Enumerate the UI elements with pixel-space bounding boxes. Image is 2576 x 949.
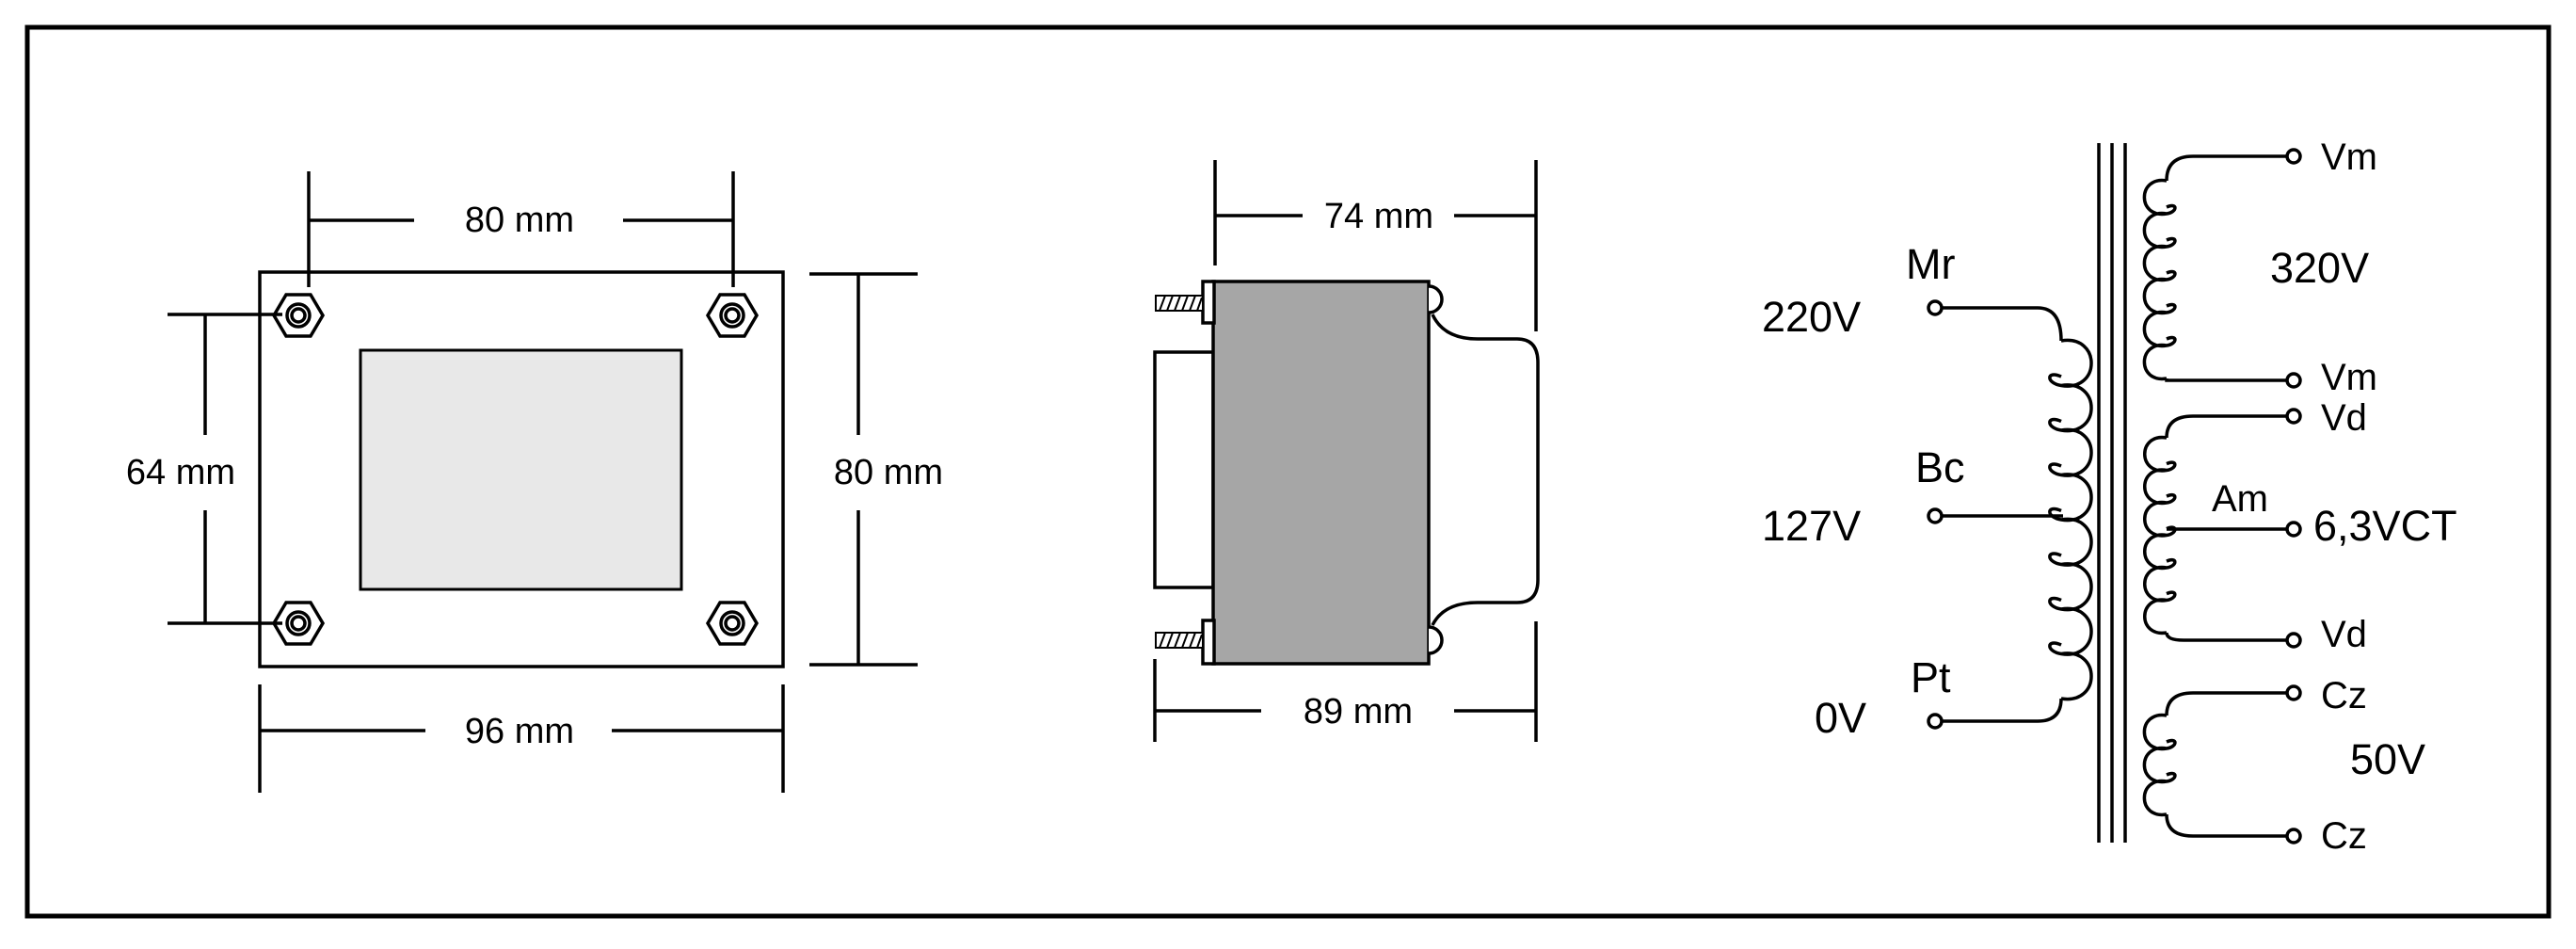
front-dim-top-label: 80 mm xyxy=(465,201,574,240)
hex-nut-top-right xyxy=(705,293,760,338)
side-view xyxy=(1153,160,1540,742)
side-bobbin xyxy=(1153,350,1215,589)
hv-lead-bottom xyxy=(2165,378,2287,382)
heater-voltage-label: 6,3VCT xyxy=(2313,502,2457,550)
primary-0v-label: 0V xyxy=(1815,694,1866,742)
hex-nut-bottom-left xyxy=(271,601,326,646)
fifty-bottom-label: Cz xyxy=(2321,815,2367,857)
side-frame-lip-top xyxy=(1201,280,1216,325)
terminal-0 xyxy=(1927,713,1944,730)
front-dim-right-label: 80 mm xyxy=(834,453,943,492)
side-dim-bottom-label: 89 mm xyxy=(1304,692,1413,732)
primary-220v-label: 220V xyxy=(1762,293,1861,341)
hv-winding xyxy=(2142,179,2177,380)
heater-winding xyxy=(2143,436,2177,635)
primary-lead-0 xyxy=(1942,698,2063,723)
heater-lead-top xyxy=(2165,414,2287,439)
terminal-cz-bottom xyxy=(2285,828,2302,844)
hex-nut-bottom-right xyxy=(705,601,760,646)
fifty-lead-top xyxy=(2165,691,2287,716)
front-dim-left-label: 64 mm xyxy=(126,453,235,492)
side-rivet-bottom xyxy=(1428,625,1444,655)
front-window xyxy=(359,348,683,591)
hv-bottom-label: Vm xyxy=(2321,357,2377,398)
heater-center-label: Am xyxy=(2212,478,2268,520)
heater-lead-bottom xyxy=(2165,632,2287,642)
terminal-am xyxy=(2285,521,2302,538)
tap-mr-label: Mr xyxy=(1906,240,1955,288)
fifty-lead-bottom xyxy=(2165,813,2287,838)
primary-127v-label: 127V xyxy=(1762,502,1861,550)
side-frame-lip-bottom xyxy=(1201,619,1216,666)
hv-voltage-label: 320V xyxy=(2270,244,2369,292)
side-bolt-bottom xyxy=(1155,632,1204,649)
fifty-winding xyxy=(2142,714,2177,816)
fifty-top-label: Cz xyxy=(2321,675,2367,716)
fifty-voltage-label: 50V xyxy=(2350,735,2425,783)
terminal-127 xyxy=(1927,507,1944,524)
tap-pt-label: Pt xyxy=(1911,653,1951,701)
side-lead-wire xyxy=(1431,314,1540,626)
side-core xyxy=(1211,280,1431,666)
heater-bottom-label: Vd xyxy=(2321,614,2367,655)
tap-bc-label: Bc xyxy=(1915,443,1965,491)
side-rivet-top xyxy=(1428,284,1444,314)
terminal-220 xyxy=(1927,299,1944,316)
front-dim-bottom-label: 96 mm xyxy=(465,712,574,751)
schematic-symbol xyxy=(1927,143,2302,844)
side-bolt-top xyxy=(1155,295,1204,312)
front-view xyxy=(168,171,918,793)
heater-top-label: Vd xyxy=(2321,397,2367,439)
terminal-vd-top xyxy=(2285,408,2302,425)
terminal-vm-bottom xyxy=(2285,372,2302,389)
primary-winding xyxy=(2048,338,2093,701)
outer-frame xyxy=(24,24,2552,919)
terminal-vm-top xyxy=(2285,148,2302,165)
terminal-vd-bottom xyxy=(2285,632,2302,649)
hv-lead-top xyxy=(2165,154,2287,182)
side-dim-top-label: 74 mm xyxy=(1324,197,1433,236)
terminal-cz-top xyxy=(2285,684,2302,701)
hv-top-label: Vm xyxy=(2321,137,2377,178)
primary-lead-220 xyxy=(1942,306,2063,342)
front-plate xyxy=(258,270,785,668)
